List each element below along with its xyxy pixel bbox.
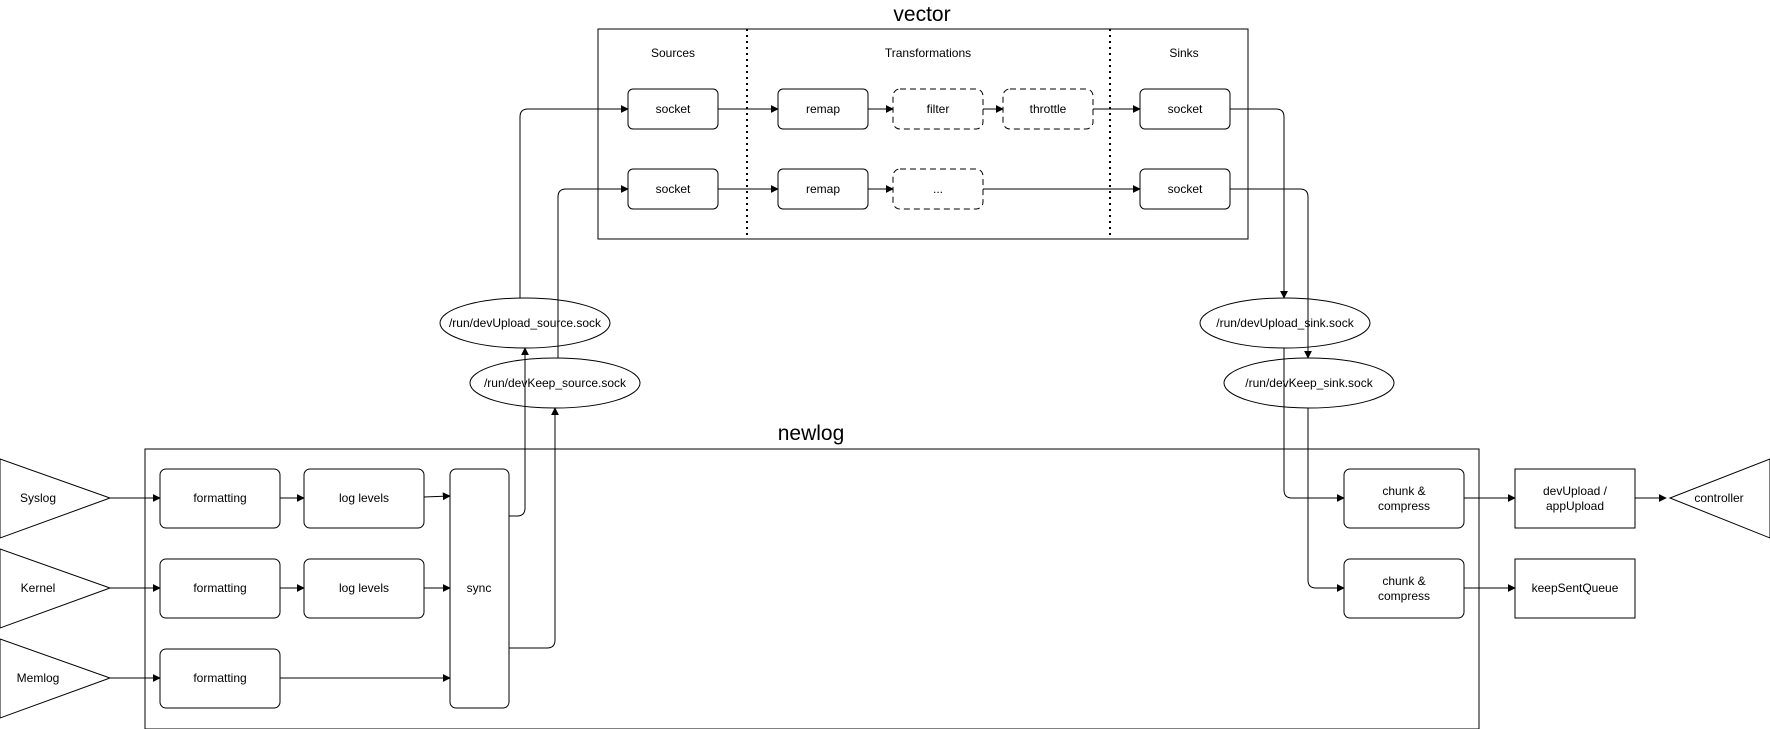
sync-label: sync bbox=[467, 581, 492, 595]
memlog-input[interactable] bbox=[0, 638, 112, 719]
sink-socket-1-label: socket bbox=[1168, 102, 1203, 116]
formatting-2-label: formatting bbox=[193, 581, 246, 595]
edge-sink1-upload-sink bbox=[1230, 108, 1288, 299]
edge-sync-upload-source bbox=[509, 347, 529, 517]
formatting-1-label: formatting bbox=[193, 491, 246, 505]
vector-group: vector Sources Transformations Sinks soc… bbox=[597, 3, 1249, 240]
edge-upload-source-socket1 bbox=[519, 105, 629, 298]
dev-upload-line2: appUpload bbox=[1546, 499, 1604, 513]
filter-label: filter bbox=[927, 102, 950, 116]
socket-files: /run/devUpload_source.sock /run/devKeep_… bbox=[439, 297, 1395, 409]
source-socket-2-label: socket bbox=[656, 182, 691, 196]
edge-keep-source-socket2 bbox=[557, 185, 629, 358]
chunk-compress-1-line1: chunk & bbox=[1382, 484, 1425, 498]
syslog-label: Syslog bbox=[20, 491, 56, 505]
keep-sink-sock-label: /run/devKeep_sink.sock bbox=[1245, 376, 1373, 390]
chunk-compress-2-line2: compress bbox=[1378, 589, 1430, 603]
connectors bbox=[110, 105, 1667, 682]
dev-upload-line1: devUpload / bbox=[1543, 484, 1608, 498]
source-socket-1-label: socket bbox=[656, 102, 691, 116]
remap-2-label: remap bbox=[806, 182, 840, 196]
edge-loglevels1-sync bbox=[423, 492, 451, 501]
edge-sync-keep-source bbox=[509, 407, 559, 649]
edge-keep-sink-chunk2 bbox=[1307, 408, 1345, 592]
dev-upload-box[interactable] bbox=[1514, 468, 1636, 529]
ellipsis-label: ... bbox=[933, 182, 943, 196]
chunk-compress-1-line2: compress bbox=[1378, 499, 1430, 513]
vector-frame bbox=[597, 28, 1249, 240]
sinks-label: Sinks bbox=[1169, 46, 1198, 60]
remap-1-label: remap bbox=[806, 102, 840, 116]
newlog-group: newlog Syslog Kernel Memlog formatting f… bbox=[0, 422, 1770, 729]
controller-label: controller bbox=[1694, 491, 1743, 505]
newlog-frame bbox=[144, 448, 1480, 729]
chunk-compress-2-line1: chunk & bbox=[1382, 574, 1425, 588]
sources-label: Sources bbox=[651, 46, 695, 60]
sink-socket-2-label: socket bbox=[1168, 182, 1203, 196]
memlog-label: Memlog bbox=[17, 671, 60, 685]
kernel-input[interactable] bbox=[0, 548, 112, 629]
upload-sink-sock-label: /run/devUpload_sink.sock bbox=[1216, 316, 1354, 330]
formatting-3-label: formatting bbox=[193, 671, 246, 685]
keep-source-sock-label: /run/devKeep_source.sock bbox=[484, 376, 627, 390]
edge-upload-sink-chunk1 bbox=[1283, 348, 1345, 502]
log-levels-1-label: log levels bbox=[339, 491, 389, 505]
log-levels-2-label: log levels bbox=[339, 581, 389, 595]
upload-source-sock-label: /run/devUpload_source.sock bbox=[449, 316, 602, 330]
vector-title: vector bbox=[893, 3, 950, 26]
keep-sent-queue-label: keepSentQueue bbox=[1532, 581, 1619, 595]
kernel-label: Kernel bbox=[21, 581, 56, 595]
throttle-label: throttle bbox=[1030, 102, 1067, 116]
transformations-label: Transformations bbox=[885, 46, 971, 60]
edge-sink2-keep-sink bbox=[1230, 188, 1312, 359]
syslog-input[interactable] bbox=[0, 458, 112, 539]
newlog-title: newlog bbox=[778, 422, 845, 445]
controller-output[interactable] bbox=[1668, 458, 1770, 539]
